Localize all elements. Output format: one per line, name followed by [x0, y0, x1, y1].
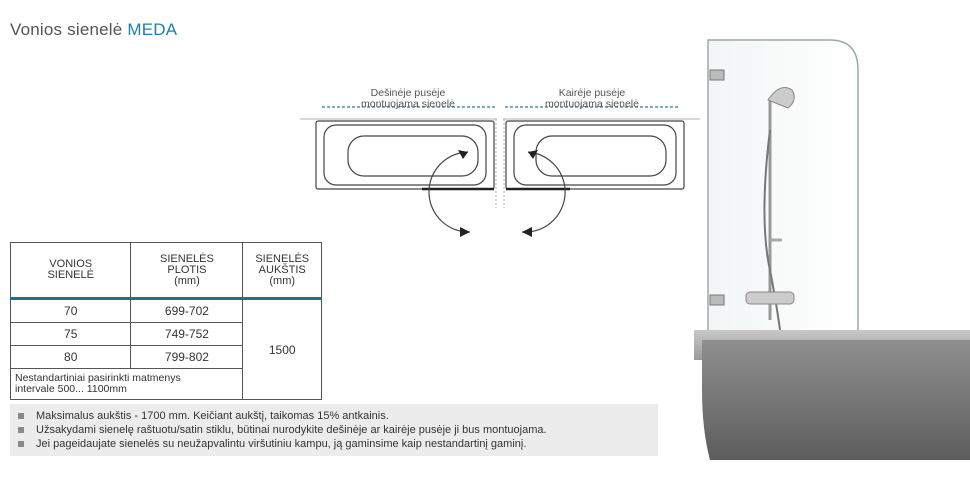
table-row: Nestandartiniai pasirinkti matmenys inte… — [9, 368, 322, 400]
header-width: SIENELĖS PLOTIS (mm) — [130, 242, 244, 300]
bath-size-cell: 80 — [9, 345, 132, 369]
bullet-square-icon — [18, 413, 24, 420]
glass-panel — [707, 39, 859, 341]
spec-table: VONIOS SIENELĖ SIENELĖS PLOTIS (mm) SIEN… — [9, 242, 322, 400]
bathtub-left — [505, 120, 685, 190]
panel-height-cell: 1500 — [242, 298, 322, 400]
panel-width-cell: 799-802 — [130, 345, 244, 369]
note-text: Užsakydami sienelę raštuotu/satin stiklu… — [36, 424, 547, 436]
note-item: Užsakydami sienelę raštuotu/satin stiklu… — [18, 424, 547, 436]
header-width-line-2: PLOTIS — [167, 263, 207, 276]
custom-size-note-line-2: intervale 500... 1100mm — [15, 383, 127, 395]
left-side-label-line-1: Kairėje pusėje — [558, 87, 626, 99]
header-height: SIENELĖS AUKŠTIS (mm) — [242, 242, 322, 300]
bath-size-cell: 70 — [9, 298, 132, 323]
header-width-line-1: SIENELĖS — [160, 252, 214, 265]
note-text: Maksimalus aukštis - 1700 mm. Keičiant a… — [36, 410, 389, 422]
header-height-line-2: AUKŠTIS — [258, 263, 306, 276]
header-height-line-3: (mm) — [269, 274, 296, 287]
rotation-arrow-icon — [428, 151, 471, 233]
left-side-label-line-2: montuojama sienelė — [545, 98, 639, 110]
page-title: Vonios sienelė MEDA — [10, 20, 177, 40]
bathtub-right — [315, 120, 495, 190]
left-side-label: Kairėje pusėje montuojama sienelė — [522, 88, 662, 110]
table-header-row: VONIOS SIENELĖ SIENELĖS PLOTIS (mm) SIEN… — [9, 242, 322, 300]
right-side-label: Dešinėje pusėje montuojama sienelė — [338, 88, 478, 110]
product-photo — [694, 39, 970, 460]
table-row: 70 699-702 1500 — [9, 298, 322, 400]
bullet-square-icon — [18, 427, 24, 434]
rotation-arrow-icon — [521, 151, 566, 233]
shower-head-icon — [767, 87, 795, 109]
header-width-line-3: (mm) — [174, 274, 200, 287]
bath-size-cell: 75 — [9, 322, 132, 346]
bathtub — [702, 340, 970, 460]
note-item: Jei pageidaujate sienelės su neužapvalin… — [18, 438, 526, 450]
header-height-line-1: SIENELĖS — [255, 252, 310, 265]
header-bath-line-1: VONIOS — [49, 258, 93, 270]
mixer-tap-icon — [745, 291, 795, 305]
table-row: 75 749-752 — [9, 322, 322, 346]
panel-width-cell: 749-752 — [130, 322, 244, 346]
diagram-drawing — [300, 106, 700, 237]
right-side-label-line-1: Dešinėje pusėje — [370, 87, 446, 99]
note-item: Maksimalus aukštis - 1700 mm. Keičiant a… — [18, 410, 389, 422]
panel-width-cell: 699-702 — [130, 298, 244, 323]
custom-size-note-line-1: Nestandartiniai pasirinkti matmenys — [15, 372, 181, 384]
bullet-square-icon — [18, 441, 24, 448]
installation-diagram: Dešinėje pusėje montuojama sienelė Kairė… — [300, 80, 700, 250]
header-bath: VONIOS SIENELĖ — [9, 242, 132, 300]
right-side-label-line-2: montuojama sienelė — [361, 98, 455, 110]
custom-size-note: Nestandartiniai pasirinkti matmenys inte… — [9, 368, 244, 400]
title-accent: MEDA — [127, 20, 178, 39]
notes-box: Maksimalus aukštis - 1700 mm. Keičiant a… — [10, 404, 658, 456]
header-bath-line-2: SIENELĖ — [47, 269, 94, 281]
note-text: Jei pageidaujate sienelės su neužapvalin… — [36, 438, 527, 450]
title-prefix: Vonios sienelė — [10, 20, 128, 39]
